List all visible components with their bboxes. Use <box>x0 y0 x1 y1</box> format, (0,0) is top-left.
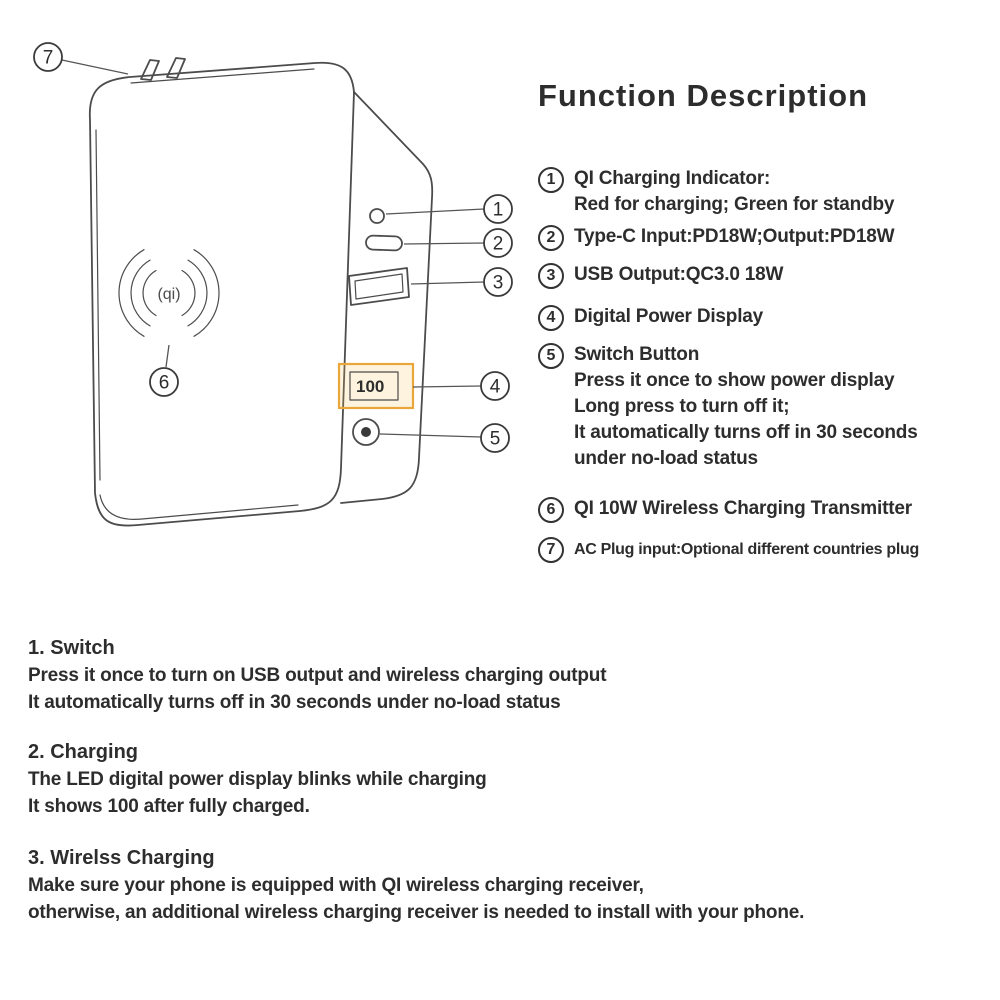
power-display: 100 <box>337 362 415 410</box>
function-item-6: 6 QI 10W Wireless Charging Transmitter <box>538 496 912 523</box>
function-item-7-number: 7 <box>538 537 564 563</box>
function-item-4-text: Digital Power Display <box>574 304 763 330</box>
function-item-4: 4 Digital Power Display <box>538 304 763 331</box>
leader-lines <box>61 59 485 438</box>
callout-1: 1 <box>483 194 513 224</box>
callout-5: 5 <box>480 423 510 453</box>
function-item-5: 5 Switch Button Press it once to show po… <box>538 342 918 472</box>
function-item-7: 7 AC Plug input:Optional different count… <box>538 536 919 563</box>
function-item-1-line-1: Red for charging; Green for standby <box>574 194 895 215</box>
usb-port <box>348 267 410 306</box>
qi-symbol: (qi) <box>118 249 220 337</box>
function-item-2: 2 Type-C Input:PD18W;Output:PD18W <box>538 224 895 251</box>
function-item-5-line-4: under no-load status <box>574 448 758 469</box>
function-item-5-text: Switch Button Press it once to show powe… <box>574 342 918 472</box>
function-item-3: 3 USB Output:QC3.0 18W <box>538 262 783 289</box>
function-item-6-number: 6 <box>538 497 564 523</box>
function-item-4-title: Digital Power Display <box>574 306 764 327</box>
function-item-6-text: QI 10W Wireless Charging Transmitter <box>574 496 912 522</box>
callout-7-number: 7 <box>43 48 54 69</box>
function-item-5-line-1: Press it once to show power display <box>574 370 895 391</box>
function-item-4-number: 4 <box>538 305 564 331</box>
note-wireless-charging: 3. Wirelss Charging Make sure your phone… <box>28 844 804 926</box>
led-indicator <box>369 208 385 224</box>
callout-3-number: 3 <box>493 273 504 294</box>
note-charging: 2. Charging The LED digital power displa… <box>28 738 487 820</box>
function-item-2-title: Type-C Input:PD18W;Output:PD18W <box>574 226 895 247</box>
callout-1-number: 1 <box>493 200 504 221</box>
function-item-5-line-3: It automatically turns off in 30 seconds <box>574 422 918 443</box>
function-item-5-line-2: Long press to turn off it; <box>574 396 790 417</box>
note-switch-heading: 1. Switch <box>28 637 115 659</box>
note-charging-line-2: It shows 100 after fully charged. <box>28 796 310 817</box>
function-item-1: 1 QI Charging Indicator: Red for chargin… <box>538 166 894 218</box>
note-wireless-charging-heading: 3. Wirelss Charging <box>28 847 215 869</box>
callout-3: 3 <box>483 267 513 297</box>
callout-6: 6 <box>149 367 179 397</box>
callout-6-number: 6 <box>159 373 170 394</box>
function-item-3-number: 3 <box>538 263 564 289</box>
note-switch: 1. Switch Press it once to turn on USB o… <box>28 634 607 716</box>
note-switch-line-2: It automatically turns off in 30 seconds… <box>28 692 561 713</box>
function-item-3-title: USB Output:QC3.0 18W <box>574 264 784 285</box>
switch-button[interactable] <box>352 418 380 446</box>
callout-4-number: 4 <box>490 377 501 398</box>
function-item-2-number: 2 <box>538 225 564 251</box>
ac-plug <box>140 57 186 81</box>
function-description-panel: Function Description 1 QI Charging Indic… <box>538 78 998 618</box>
callout-4: 4 <box>480 371 510 401</box>
function-item-2-text: Type-C Input:PD18W;Output:PD18W <box>574 224 895 250</box>
device-illustration: (qi) 100 1 2 3 4 <box>33 42 513 527</box>
note-wireless-charging-line-1: Make sure your phone is equipped with QI… <box>28 875 644 896</box>
power-display-value: 100 <box>356 377 384 396</box>
function-item-5-number: 5 <box>538 343 564 369</box>
function-item-7-title: AC Plug input:Optional different countri… <box>574 541 919 558</box>
type-c-port <box>365 234 403 252</box>
function-item-1-title: QI Charging Indicator: <box>574 168 771 189</box>
qi-symbol-label: (qi) <box>157 286 180 303</box>
callout-7: 7 <box>33 42 63 72</box>
function-item-6-title: QI 10W Wireless Charging Transmitter <box>574 498 912 519</box>
note-switch-line-1: Press it once to turn on USB output and … <box>28 665 607 686</box>
page-title: Function Description <box>538 78 868 113</box>
note-charging-heading: 2. Charging <box>28 741 139 763</box>
function-item-1-text: QI Charging Indicator: Red for charging;… <box>574 166 894 218</box>
callout-2: 2 <box>483 228 513 258</box>
function-item-5-title: Switch Button <box>574 344 700 365</box>
note-charging-line-1: The LED digital power display blinks whi… <box>28 769 487 790</box>
function-item-3-text: USB Output:QC3.0 18W <box>574 262 783 288</box>
callout-5-number: 5 <box>490 429 501 450</box>
callout-2-number: 2 <box>493 234 504 255</box>
function-item-7-text: AC Plug input:Optional different countri… <box>574 536 919 562</box>
note-wireless-charging-line-2: otherwise, an additional wireless chargi… <box>28 902 805 923</box>
function-item-1-number: 1 <box>538 167 564 193</box>
device-outline <box>88 61 434 527</box>
